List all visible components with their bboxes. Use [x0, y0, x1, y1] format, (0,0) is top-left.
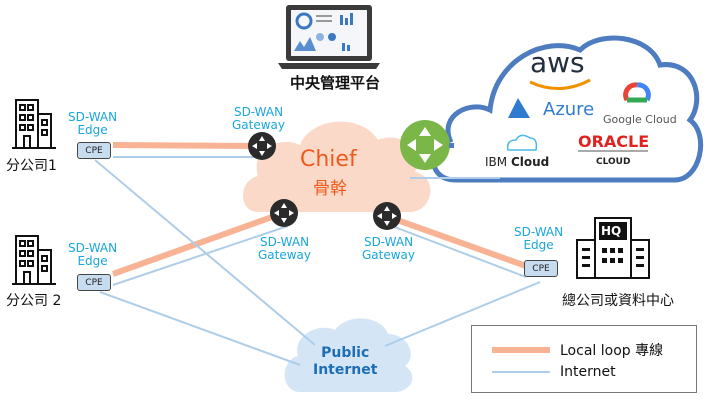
- cloud-provider-cloud: [431, 35, 704, 183]
- site-name: 總公司或資料中心: [562, 293, 674, 309]
- gateway-router-icon: [270, 199, 298, 227]
- hq-building-icon: [576, 217, 650, 279]
- aws-logo: aws: [530, 46, 585, 79]
- legend: Local loop 專線 Internet: [471, 325, 697, 393]
- legend-swatch: [492, 371, 550, 373]
- local-loop-line: [384, 213, 528, 269]
- oracle-logo: ORACLE: [578, 132, 650, 151]
- legend-swatch: [492, 347, 550, 353]
- branch-building-icon: [12, 235, 56, 285]
- ibm-cloud-logo-icon: [506, 134, 538, 151]
- public-internet-cloud: [284, 318, 413, 392]
- google-cloud-logo: Google Cloud: [603, 113, 677, 126]
- legend-item-local-loop: Local loop 專線: [492, 340, 663, 360]
- laptop-dashboard-icon: [278, 5, 380, 69]
- gateway-router-icon: [373, 202, 401, 230]
- cloud-router-icon: [400, 120, 454, 170]
- site-name: 分公司 2: [6, 293, 62, 309]
- oracle-cloud-sub: CLOUD: [596, 157, 631, 167]
- azure-logo: Azure: [543, 99, 595, 120]
- internet-line: [94, 159, 316, 346]
- internet-line: [391, 225, 527, 278]
- internet-line: [112, 225, 289, 286]
- cpe-device[interactable]: CPE: [524, 260, 558, 277]
- aws-smile-icon: [529, 78, 591, 91]
- hq-badge: HQ: [601, 224, 622, 238]
- cpe-device[interactable]: CPE: [77, 274, 111, 291]
- backbone-subtitle: 骨幹: [313, 179, 347, 199]
- chief-backbone-cloud: [243, 121, 431, 212]
- internet-line: [384, 281, 541, 347]
- azure-logo-icon: [508, 98, 530, 118]
- internet-line: [99, 291, 301, 366]
- local-loop-line: [111, 210, 285, 277]
- site-name: 分公司1: [6, 158, 57, 174]
- gateway-router-icon: [248, 132, 276, 160]
- backbone-name: Chief: [300, 147, 357, 172]
- local-loop-line: [112, 142, 263, 149]
- google-cloud-logo-icon: [623, 82, 651, 103]
- cpe-device[interactable]: CPE: [77, 142, 111, 159]
- branch-building-icon: [12, 99, 56, 149]
- management-platform-label: 中央管理平台: [290, 74, 381, 92]
- legend-item-internet: Internet: [492, 364, 616, 380]
- ibm-cloud-logo: IBM Cloud: [485, 155, 550, 169]
